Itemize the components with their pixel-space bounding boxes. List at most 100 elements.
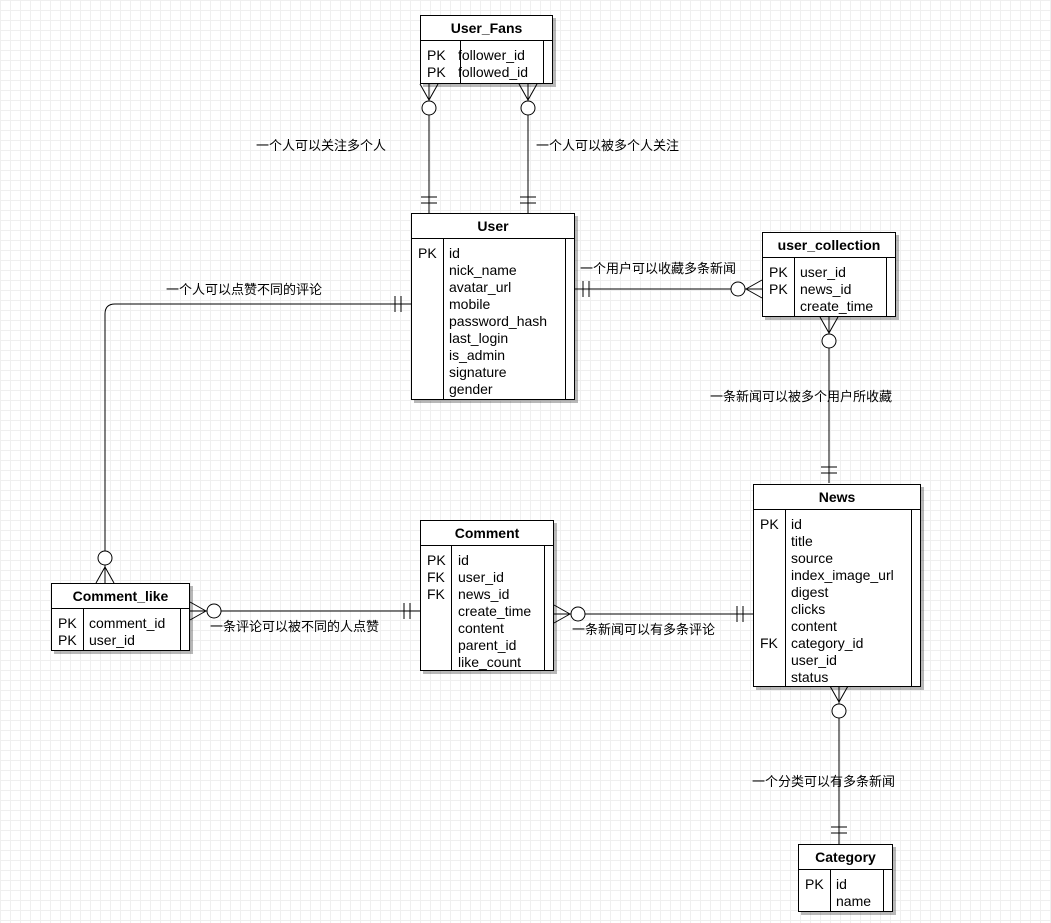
field-name[interactable]: nick_name xyxy=(449,262,517,278)
field-name[interactable]: gender xyxy=(449,381,493,397)
key-badge xyxy=(760,550,785,567)
key-badge: PK xyxy=(58,615,77,631)
field-name[interactable]: password_hash xyxy=(449,313,548,329)
key-badge: PK xyxy=(427,47,446,63)
field-name[interactable]: user_id xyxy=(791,652,837,668)
key-badge xyxy=(418,279,443,296)
key-badge xyxy=(418,347,443,364)
field-name[interactable]: news_id xyxy=(800,281,852,297)
field-name[interactable]: follower_id xyxy=(458,47,525,63)
field-name[interactable]: like_count xyxy=(458,654,522,670)
field-name[interactable]: user_id xyxy=(800,264,846,280)
field-name[interactable]: id xyxy=(836,876,847,892)
field-name[interactable]: digest xyxy=(791,584,829,600)
key-badge xyxy=(760,567,785,584)
key-badge xyxy=(418,296,443,313)
field-name[interactable]: clicks xyxy=(791,601,826,617)
key-badge xyxy=(760,618,785,635)
edge-user-comment-like[interactable] xyxy=(95,296,411,584)
edge-user-fans-followed[interactable] xyxy=(518,83,538,213)
edge-news-category[interactable] xyxy=(829,685,849,844)
field-name[interactable]: create_time xyxy=(458,603,532,619)
label-news-comments: 一条新闻可以有多条评论 xyxy=(572,623,716,638)
key-badge: PK xyxy=(418,245,437,261)
entity-column-divider xyxy=(543,41,552,83)
field-name[interactable]: parent_id xyxy=(458,637,517,653)
field-name[interactable]: name xyxy=(836,893,872,909)
field-name[interactable]: signature xyxy=(449,364,507,380)
field-name[interactable]: avatar_url xyxy=(449,279,512,295)
key-badge xyxy=(418,381,443,398)
field-name[interactable]: content xyxy=(458,620,504,636)
key-badge xyxy=(418,364,443,381)
field-name[interactable]: id xyxy=(791,516,802,532)
key-badge: PK xyxy=(760,516,779,532)
field-name[interactable]: status xyxy=(791,669,829,685)
key-badge xyxy=(760,652,785,669)
entity-column-divider xyxy=(565,239,574,399)
label-user-collect: 一个用户可以收藏多条新闻 xyxy=(580,262,737,277)
field-name[interactable]: user_id xyxy=(458,569,504,585)
field-name[interactable]: source xyxy=(791,550,834,566)
key-badge xyxy=(760,669,785,686)
edge-user-collection[interactable] xyxy=(575,279,763,299)
key-badge xyxy=(427,654,451,671)
field-name[interactable]: category_id xyxy=(791,635,864,651)
field-name[interactable]: id xyxy=(449,245,460,261)
entity-title: Category xyxy=(799,845,892,870)
entity-title: User xyxy=(412,214,574,239)
key-badge xyxy=(760,584,785,601)
label-news-collected: 一条新闻可以被多个用户所收藏 xyxy=(710,390,893,405)
key-badge xyxy=(418,313,443,330)
edge-user-fans-follower[interactable] xyxy=(419,83,439,213)
key-badge: PK xyxy=(427,552,446,568)
key-badge xyxy=(427,637,451,654)
key-badge: PK xyxy=(427,64,446,80)
field-name[interactable]: id xyxy=(458,552,469,568)
field-name[interactable]: news_id xyxy=(458,586,510,602)
field-name[interactable]: comment_id xyxy=(89,615,166,631)
key-column: PK xyxy=(799,870,831,911)
label-user-like: 一个人可以点赞不同的评论 xyxy=(166,283,323,298)
field-name[interactable]: content xyxy=(791,618,837,634)
field-name[interactable]: create_time xyxy=(800,298,874,314)
edge-collection-news[interactable] xyxy=(819,316,839,483)
field-name[interactable]: last_login xyxy=(449,330,509,346)
field-name[interactable]: user_id xyxy=(89,632,135,648)
entity-column-divider xyxy=(911,510,920,686)
field-name[interactable]: followed_id xyxy=(458,64,529,80)
label-comment-liked: 一条评论可以被不同的人点赞 xyxy=(210,620,380,635)
edge-comment-like-comment[interactable] xyxy=(189,601,420,621)
key-badge: PK xyxy=(769,264,788,280)
label-follow: 一个人可以关注多个人 xyxy=(256,139,387,154)
entity-column-divider xyxy=(886,258,895,316)
key-badge: PK xyxy=(58,632,77,648)
key-badge xyxy=(769,298,794,315)
field-name[interactable]: title xyxy=(791,533,813,549)
field-name[interactable]: index_image_url xyxy=(791,567,894,583)
entity-title: News xyxy=(754,485,920,510)
entity-column-divider xyxy=(180,609,189,650)
edge-comment-news[interactable] xyxy=(553,604,753,624)
field-name[interactable]: is_admin xyxy=(449,347,506,363)
entity-title: Comment xyxy=(421,521,553,546)
key-badge: PK xyxy=(805,876,824,892)
field-name[interactable]: mobile xyxy=(449,296,491,312)
